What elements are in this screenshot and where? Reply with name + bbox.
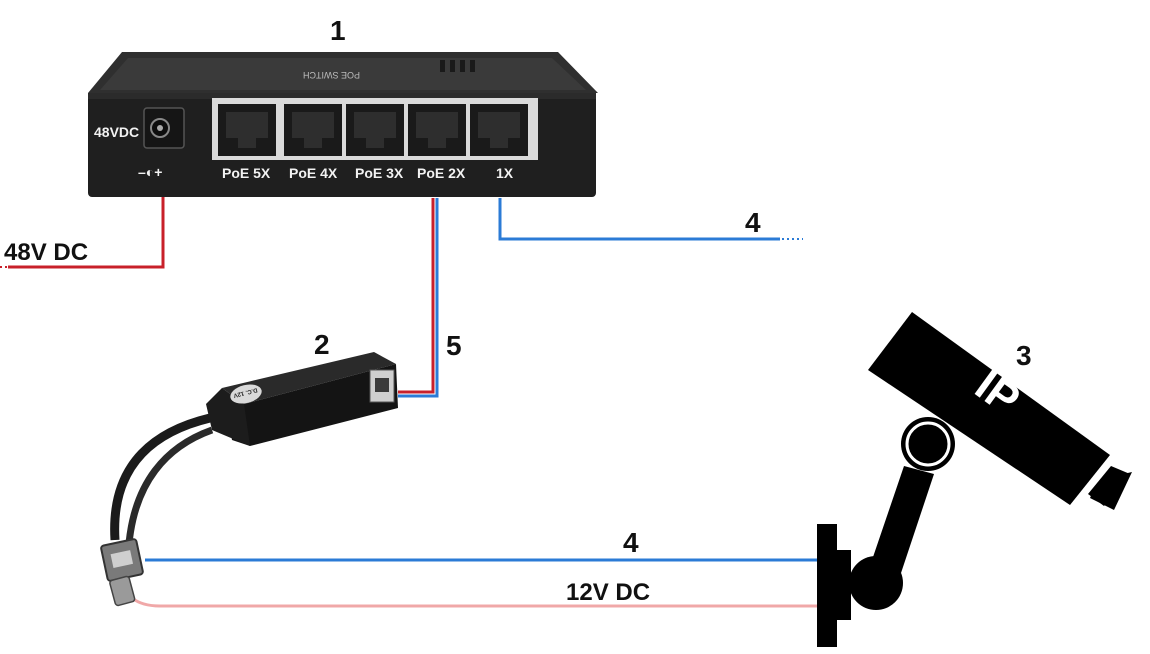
polarity-label: –◐+ — [138, 164, 162, 180]
splitter-badge-text: D.C. 12V — [233, 386, 258, 398]
power-jack-label: 48VDC — [94, 124, 139, 140]
callout-4-top: 4 — [745, 207, 761, 238]
poe-cable-red — [398, 198, 435, 394]
port-1x-clip — [490, 138, 508, 148]
poe-cable-blue — [398, 198, 439, 398]
port-label-poe4x: PoE 4X — [289, 165, 338, 181]
splitter-front-face — [226, 364, 398, 446]
camera-body — [868, 312, 1110, 505]
splitter-top-face — [222, 352, 396, 404]
port-poe3x-clip — [366, 138, 384, 148]
switch-top-text: POE SWITCH — [303, 70, 360, 80]
input-voltage-label: 48V DC — [4, 239, 88, 266]
callout-3: 3 — [1016, 340, 1032, 371]
port-poe3x-contacts — [354, 112, 396, 138]
port-label-1x: 1X — [496, 165, 514, 181]
port-poe2x-clip — [428, 138, 446, 148]
port-poe5x-clip — [238, 138, 256, 148]
splitter-cable-b — [124, 426, 214, 561]
poe-splitter: D.C. 12V — [100, 352, 398, 607]
camera-power-wire — [131, 596, 822, 608]
port-1x-contacts — [478, 112, 520, 138]
splitter-badge — [230, 384, 262, 404]
port-label-poe3x: PoE 3X — [355, 165, 404, 181]
uplink-network-wire — [498, 198, 780, 241]
port-poe5x-contacts — [226, 112, 268, 138]
port-label-poe2x: PoE 2X — [417, 165, 466, 181]
camera-arm — [872, 466, 934, 576]
callout-1: 1 — [330, 15, 346, 46]
ethernet-ports — [218, 104, 528, 156]
port-poe4x-contacts — [292, 112, 334, 138]
callout-5: 5 — [446, 330, 462, 361]
switch-vents — [440, 60, 475, 72]
poe-switch: POE SWITCH 48VDC –◐+ PoE 5X PoE 4X PoE 3… — [88, 52, 598, 197]
dc-input-wire — [8, 196, 165, 269]
camera-mount-plate — [817, 524, 837, 647]
dc-plug — [109, 575, 136, 607]
port-label-poe5x: PoE 5X — [222, 165, 271, 181]
output-voltage-label: 12V DC — [566, 579, 650, 606]
port-poe2x-contacts — [416, 112, 458, 138]
ip-camera-icon: IP — [817, 312, 1132, 647]
callout-4-bottom: 4 — [623, 527, 639, 558]
callout-2: 2 — [314, 329, 330, 360]
splitter-cable-a — [110, 413, 212, 541]
port-poe4x-clip — [304, 138, 322, 148]
